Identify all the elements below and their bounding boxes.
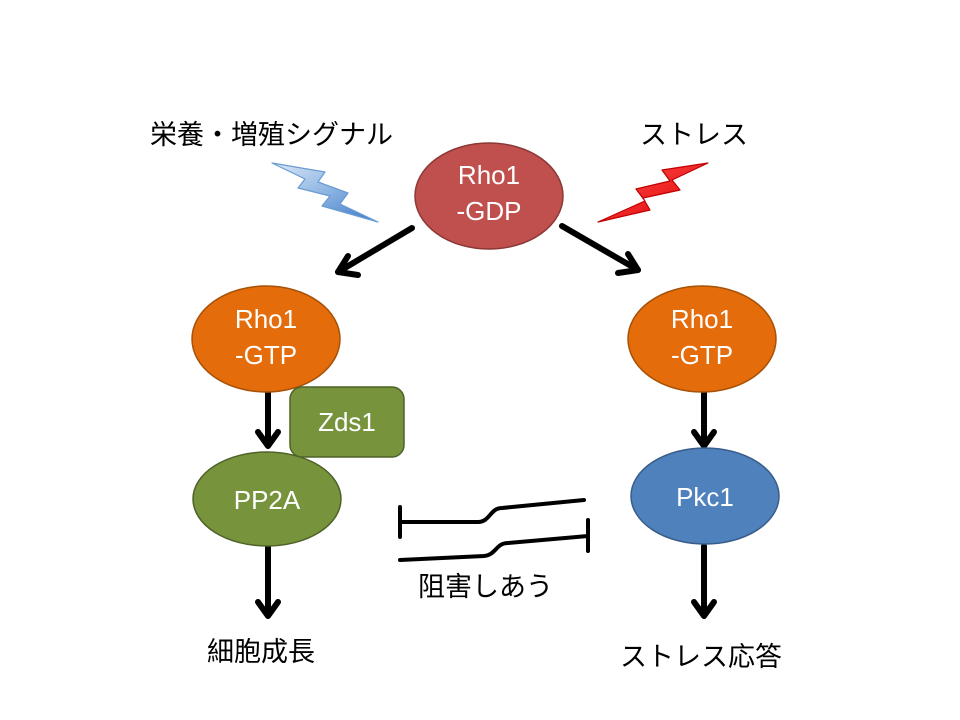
pp2a-ellipse [192, 451, 342, 547]
mutual-inhibition-symbol [398, 498, 590, 562]
pathway-arrows [255, 223, 717, 619]
stress-response-label: ストレス応答 [620, 642, 782, 673]
rho1-gtp-left-line1: Rho1 [235, 304, 297, 334]
rho1-gtp-right-node: Rho1 -GTP [627, 285, 777, 393]
arrow-pkc1-to-stress-response [691, 543, 717, 619]
rho1-gtp-left-node: Rho1 -GTP [191, 285, 341, 393]
rho1-gdp-ellipse [414, 142, 564, 250]
arrow-gdp-to-left-gtp [335, 225, 415, 278]
arrow-pp2a-to-growth [255, 543, 281, 619]
pkc1-node: Pkc1 [630, 447, 780, 545]
nutrient-signal-label: 栄養・増殖シグナル [150, 120, 393, 151]
zds1-box [289, 386, 405, 458]
pp2a-label: PP2A [234, 485, 301, 515]
rho1-gtp-left-ellipse [191, 285, 341, 393]
rho1-gdp-line1: Rho1 [458, 160, 520, 190]
cell-growth-label: 細胞成長 [207, 637, 315, 668]
arrow-left-gtp-to-pp2a [255, 389, 281, 449]
inhibition-line-top [398, 498, 586, 524]
nutrient-lightning-icon [271, 162, 379, 223]
rho1-gtp-left-line2: -GTP [235, 340, 297, 370]
pkc1-label: Pkc1 [676, 482, 734, 512]
pp2a-node: PP2A [192, 451, 342, 547]
rho1-gtp-right-ellipse [627, 285, 777, 393]
stress-signal-label: ストレス [640, 120, 748, 151]
stress-lightning-icon [597, 162, 709, 223]
arrow-gdp-to-right-gtp [559, 223, 641, 276]
rho1-gdp-node: Rho1 -GDP [414, 142, 564, 250]
inhibition-line-bottom [398, 534, 590, 562]
zds1-node: Zds1 [289, 386, 405, 458]
mutual-inhibition-label: 阻害しあう [418, 572, 553, 603]
pkc1-ellipse [630, 447, 780, 545]
zds1-label: Zds1 [318, 407, 376, 437]
rho1-gtp-right-line2: -GTP [671, 340, 733, 370]
rho1-gtp-right-line1: Rho1 [671, 304, 733, 334]
arrow-right-gtp-to-pkc1 [691, 389, 717, 449]
rho1-gdp-line2: -GDP [457, 196, 522, 226]
